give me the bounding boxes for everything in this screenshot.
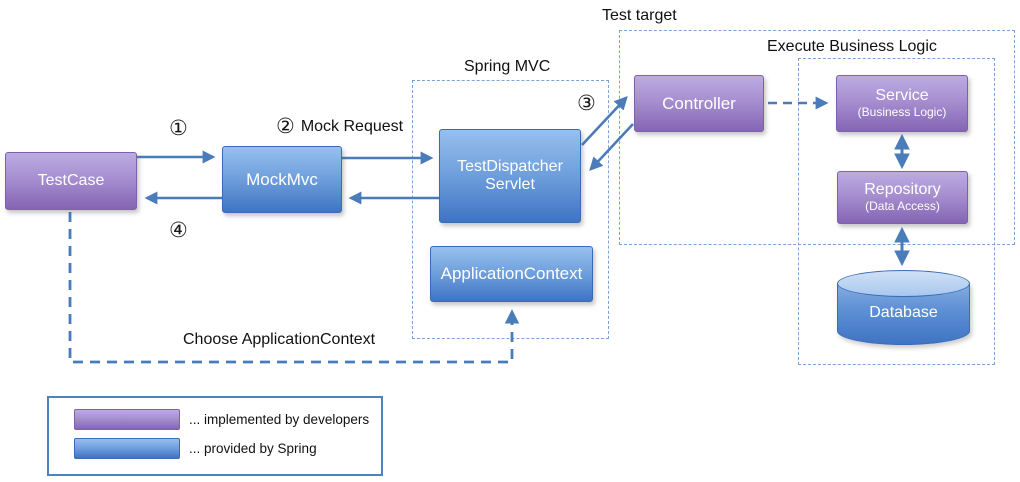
node-applicationcontext-label: ApplicationContext bbox=[440, 264, 583, 284]
step-2-label: Mock Request bbox=[300, 117, 404, 135]
node-controller-label: Controller bbox=[662, 93, 736, 113]
node-database-label: Database bbox=[869, 304, 938, 321]
node-applicationcontext: ApplicationContext bbox=[430, 246, 593, 302]
node-service-sublabel: (Business Logic) bbox=[857, 105, 947, 120]
node-testcase-label: TestCase bbox=[37, 171, 105, 189]
group-spring-mvc-label: Spring MVC bbox=[464, 58, 551, 75]
group-execute-business-logic bbox=[798, 58, 995, 365]
node-mockmvc-label: MockMvc bbox=[246, 169, 318, 189]
legend-swatch-implemented-by-developers bbox=[74, 409, 180, 430]
step-2-badge: ② bbox=[276, 114, 295, 138]
node-testdispatcherservlet-label-line1: TestDispatcher bbox=[457, 157, 563, 175]
node-repository: Repository (Data Access) bbox=[837, 171, 968, 224]
node-database: Database bbox=[837, 270, 970, 346]
node-testdispatcherservlet: TestDispatcher Servlet bbox=[439, 129, 581, 223]
group-execute-business-logic-label: Execute Business Logic bbox=[767, 38, 937, 55]
node-service-label: Service bbox=[875, 86, 929, 104]
legend: ... implemented by developers ... provid… bbox=[47, 396, 383, 476]
legend-label-provided-by-spring: ... provided by Spring bbox=[189, 441, 317, 456]
node-repository-label: Repository bbox=[864, 180, 941, 198]
node-testcase: TestCase bbox=[5, 152, 137, 210]
node-controller: Controller bbox=[634, 75, 764, 132]
legend-label-implemented-by-developers: ... implemented by developers bbox=[189, 412, 370, 427]
step-3-badge: ③ bbox=[577, 91, 596, 115]
step-4-badge: ④ bbox=[169, 218, 188, 242]
node-mockmvc: MockMvc bbox=[222, 146, 342, 213]
choose-applicationcontext-label: Choose ApplicationContext bbox=[183, 331, 376, 348]
step-2-annotation: ② Mock Request bbox=[276, 116, 403, 137]
node-testdispatcherservlet-label-line2: Servlet bbox=[485, 176, 535, 193]
legend-swatch-provided-by-spring bbox=[74, 438, 180, 459]
group-test-target-label: Test target bbox=[602, 7, 677, 24]
node-service: Service (Business Logic) bbox=[836, 75, 968, 132]
step-1-badge: ① bbox=[169, 116, 188, 140]
database-cylinder-top bbox=[837, 270, 970, 297]
node-repository-sublabel: (Data Access) bbox=[865, 199, 940, 214]
